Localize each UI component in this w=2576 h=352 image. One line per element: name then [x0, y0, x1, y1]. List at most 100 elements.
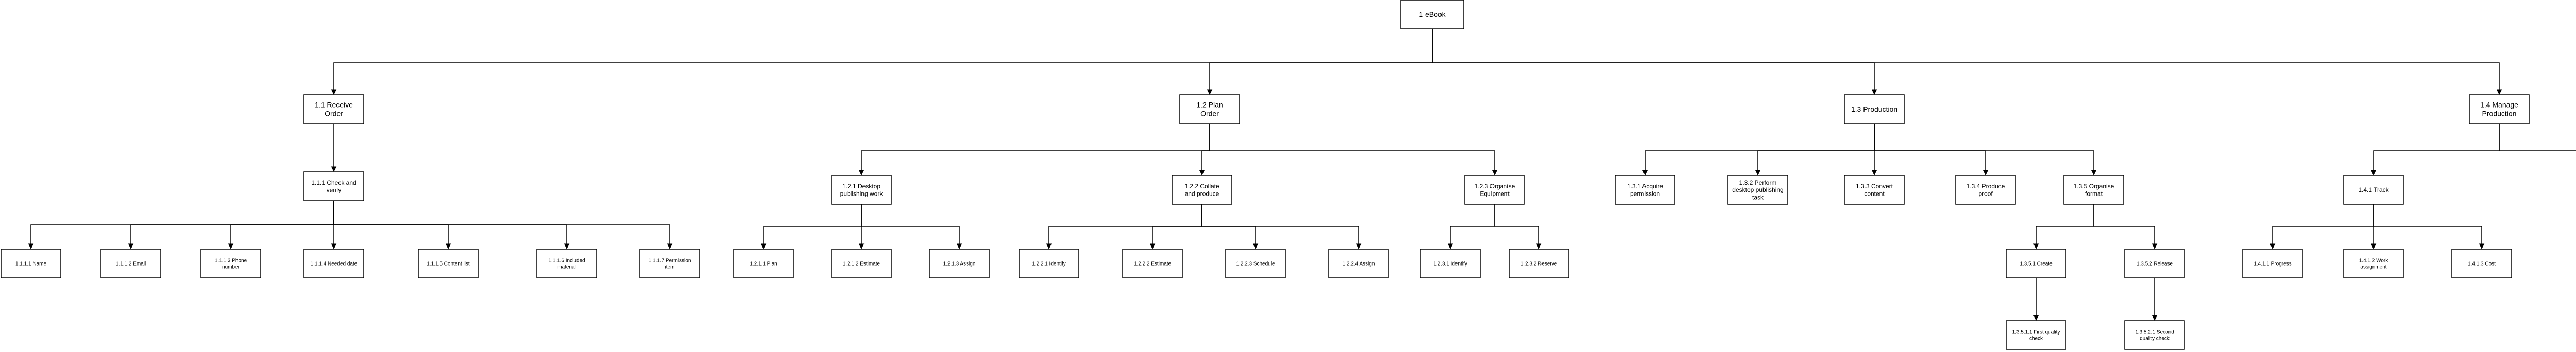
- connector-n1-to-n1-2: [1207, 29, 1433, 95]
- wbs-node-n1-2-1-3: 1.2.1.3 Assign: [929, 249, 990, 278]
- wbs-node-box: [1727, 175, 1788, 205]
- wbs-node-label: 1.2.2.4 Assign: [1343, 261, 1375, 267]
- connector-n1-3-to-n1-3-4: [1874, 124, 1989, 176]
- connector-layer: [28, 29, 2576, 321]
- wbs-node-label-line: 1.2.3.1 Identify: [1433, 261, 1467, 267]
- wbs-node-label: 1.2.1.2 Estimate: [843, 261, 880, 267]
- wbs-node-box: [2063, 175, 2124, 205]
- wbs-node-label-line: 1.1.1.3 Phone: [215, 258, 247, 264]
- connector-n1-4-1-to-n1-4-1-1: [2269, 204, 2374, 250]
- wbs-node-label-line: verify: [327, 186, 342, 193]
- wbs-node-label: 1.2.2.1 Identify: [1032, 261, 1066, 267]
- wbs-node-label-line: proof: [1978, 190, 1993, 197]
- connector-n1-2-2-to-n1-2-2-4: [1201, 204, 1362, 250]
- connector-n1-3-5-to-n1-3-5-2: [2093, 204, 2158, 250]
- wbs-node-label-line: item: [665, 265, 675, 270]
- wbs-node-label: 1.1.1.1 Name: [15, 261, 46, 267]
- wbs-node-box: [2006, 320, 2066, 350]
- wbs-node-label-line: 1.1.1.1 Name: [15, 261, 46, 267]
- wbs-node-label-line: content: [1864, 190, 1885, 197]
- wbs-node-label: 1.1.1.4 Needed date: [311, 261, 358, 267]
- connector-n1-2-3-to-n1-2-3-2: [1494, 204, 1542, 250]
- wbs-node-label-line: 1 eBook: [1419, 10, 1446, 19]
- wbs-node-box: [1420, 249, 1481, 278]
- connector-n1-2-to-n1-2-3: [1209, 124, 1498, 176]
- wbs-node-box: [831, 175, 892, 205]
- wbs-node-label-line: 1.3.5.2 Release: [2137, 261, 2173, 267]
- wbs-node-box: [2343, 249, 2404, 278]
- wbs-node-box: [733, 249, 794, 278]
- wbs-node-label-line: 1.2.2.1 Identify: [1032, 261, 1066, 267]
- wbs-node-box: [303, 94, 364, 124]
- wbs-node-n1-2-3-2: 1.2.3.2 Reserve: [1509, 249, 1569, 278]
- wbs-node-label-line: 1.3.5.1 Create: [2020, 261, 2053, 267]
- wbs-node-label-line: 1.1.1.6 Included: [548, 258, 585, 264]
- connector-n1-4-to-n1-4-1: [2370, 124, 2500, 176]
- wbs-node-label-line: 1.1.1.2 Email: [116, 261, 146, 267]
- wbs-node-n1-2-2-4: 1.2.2.4 Assign: [1328, 249, 1389, 278]
- wbs-node-box: [2242, 249, 2303, 278]
- wbs-node-box: [831, 249, 892, 278]
- wbs-node-label: 1.3.5.1 Create: [2020, 261, 2053, 267]
- connector-n1-2-to-n1-2-2: [1199, 124, 1210, 176]
- wbs-node-label-line: 1.2.1.1 Plan: [750, 261, 777, 267]
- wbs-node-label: 1.4.1 Track: [2358, 186, 2389, 193]
- wbs-node-label-line: Order: [325, 109, 343, 117]
- wbs-node-label: 1.4.1.3 Cost: [2468, 261, 2496, 267]
- wbs-node-label: 1.1.1.5 Content list: [427, 261, 470, 267]
- wbs-node-n1-1-1-5: 1.1.1.5 Content list: [418, 249, 479, 278]
- wbs-node-box: [200, 249, 261, 278]
- wbs-node-label: 1.2.3.2 Reserve: [1521, 261, 1557, 267]
- wbs-node-label-line: 1.1.1 Check and: [311, 179, 356, 186]
- wbs-node-box: [1225, 249, 1286, 278]
- wbs-node-label-line: desktop publishing: [1732, 186, 1783, 193]
- wbs-node-label-line: check: [2029, 336, 2043, 342]
- connector-n1-to-n1-4: [1432, 29, 2502, 95]
- wbs-node-n1-2-3-1: 1.2.3.1 Identify: [1420, 249, 1481, 278]
- wbs-node-label: 1.2.2.3 Schedule: [1236, 261, 1275, 267]
- connector-n1-2-2-to-n1-2-2-2: [1149, 204, 1202, 250]
- connector-n1-to-n1-1: [331, 29, 1433, 95]
- wbs-node-label-line: 1.2.2.3 Schedule: [1236, 261, 1275, 267]
- connector-n1-1-1-to-n1-1-1-3: [228, 201, 334, 250]
- wbs-node-n1-2-2-1: 1.2.2.1 Identify: [1019, 249, 1079, 278]
- wbs-node-n1-1-1-2: 1.1.1.2 Email: [100, 249, 161, 278]
- wbs-node-box: [2343, 175, 2404, 205]
- wbs-node-label-line: 1.1 Receive: [315, 101, 353, 109]
- wbs-node-label-line: Equipment: [1480, 190, 1510, 197]
- wbs-node-n1-2-2-2: 1.2.2.2 Estimate: [1122, 249, 1183, 278]
- wbs-node-box: [1464, 175, 1525, 205]
- wbs-node-n1-2-1-2: 1.2.1.2 Estimate: [831, 249, 892, 278]
- wbs-node-label: 1 eBook: [1419, 10, 1446, 19]
- connector-n1-2-1-to-n1-2-1-1: [760, 204, 862, 250]
- wbs-node-box: [1122, 249, 1183, 278]
- wbs-node-label-line: 1.2.1 Desktop: [842, 183, 880, 190]
- wbs-node-label-line: 1.3.2 Perform: [1739, 179, 1777, 186]
- connector-n1-3-to-n1-3-1: [1642, 124, 1875, 176]
- wbs-node-label-line: 1.3.5.1.1 First quality: [2012, 330, 2060, 336]
- wbs-node-label-line: 1.4.1.3 Cost: [2468, 261, 2496, 267]
- wbs-node-box: [2124, 249, 2185, 278]
- wbs-node-box: [418, 249, 479, 278]
- wbs-node-n1-3-5-2: 1.3.5.2 Release: [2124, 249, 2185, 278]
- wbs-node-box: [1844, 175, 1905, 205]
- connector-n1-3-5-to-n1-3-5-1: [2033, 204, 2094, 250]
- wbs-node-label-line: publishing work: [840, 190, 884, 197]
